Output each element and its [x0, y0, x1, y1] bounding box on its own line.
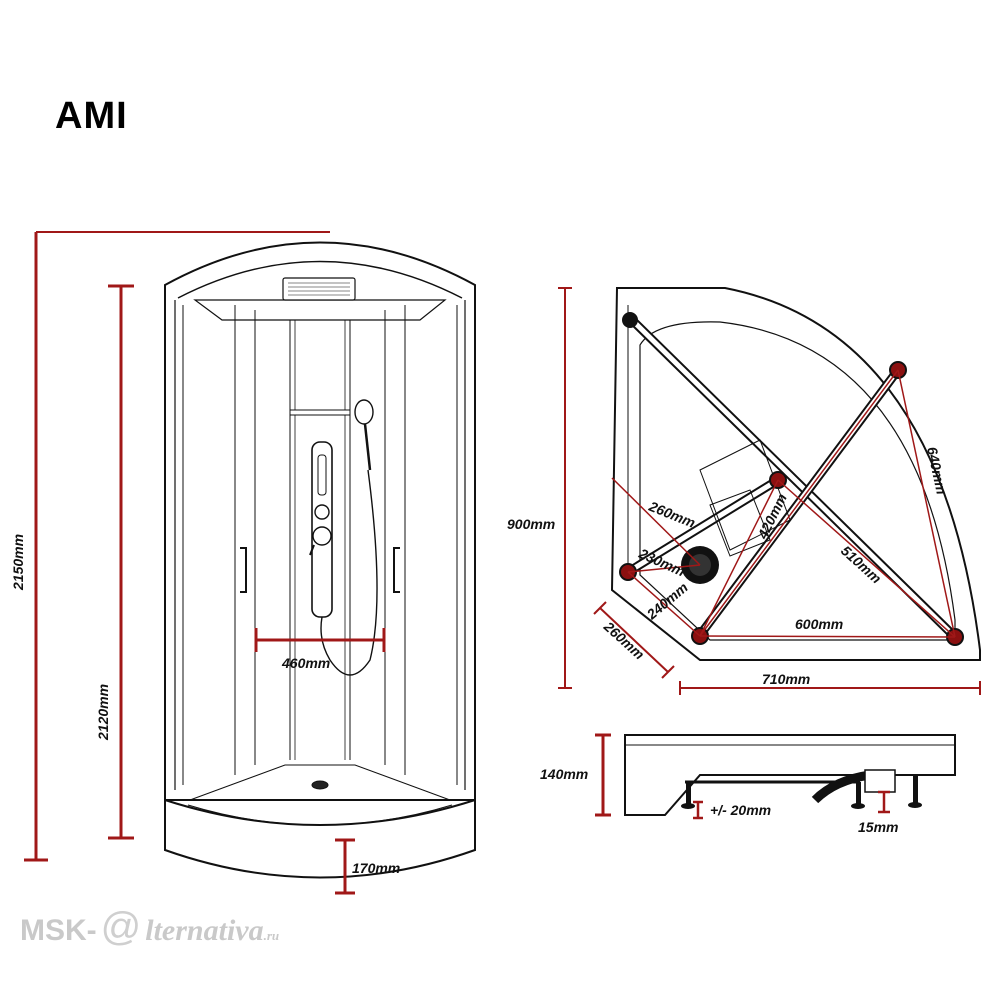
side-view: 140mm +/- 20mm 15mm [540, 733, 956, 835]
side-height-label: 140mm [540, 766, 588, 782]
foot-1 [622, 312, 638, 328]
watermark: MSK- @ lternativa .ru [20, 905, 279, 950]
back-panel [193, 299, 447, 321]
door-handle-right [393, 547, 400, 593]
front-total-height-label: 2150mm [10, 534, 26, 591]
mixer-knob-bottom [312, 526, 332, 546]
tray-outline [610, 287, 981, 661]
tray-profile [624, 734, 956, 816]
watermark-brand: MSK- [20, 914, 97, 947]
top-edge-label: 260mm [600, 618, 647, 663]
shelf [289, 409, 351, 416]
side-feet-label: 15mm [858, 819, 898, 835]
door-handle-left [240, 547, 247, 593]
rain-shower-head [282, 277, 356, 301]
front-cabin-height-label: 2120mm [95, 684, 111, 741]
tray-inner [639, 321, 956, 641]
watermark-rest: lternativa [145, 914, 264, 947]
cabin-top-arc [177, 260, 463, 299]
top-dim-640: 640mm [924, 445, 950, 496]
product-title: AMI [55, 95, 128, 137]
mixer-knob-top [314, 504, 330, 520]
top-dim-260: 260mm [646, 498, 698, 531]
hand-shower [354, 399, 374, 425]
shower-hose [320, 469, 378, 676]
watermark-at: @ [100, 905, 142, 949]
top-view: 900mm 710mm 260mm 640mm 420mm 510mm 600m… [507, 287, 981, 695]
top-depth-label: 900mm [507, 516, 555, 532]
cabin-outline [164, 241, 476, 801]
top-width-label: 710mm [762, 671, 810, 687]
front-tray-height-label: 170mm [352, 860, 400, 876]
top-dim-600: 600mm [795, 616, 843, 632]
tray-drain [311, 780, 329, 790]
front-view: 2150mm 2120mm 460mm 170mm [10, 231, 476, 895]
watermark-tld: .ru [263, 928, 280, 943]
drain-pipe [811, 770, 871, 804]
front-panel-spacing-label: 460mm [281, 655, 330, 671]
side-adjust-label: +/- 20mm [710, 802, 771, 818]
